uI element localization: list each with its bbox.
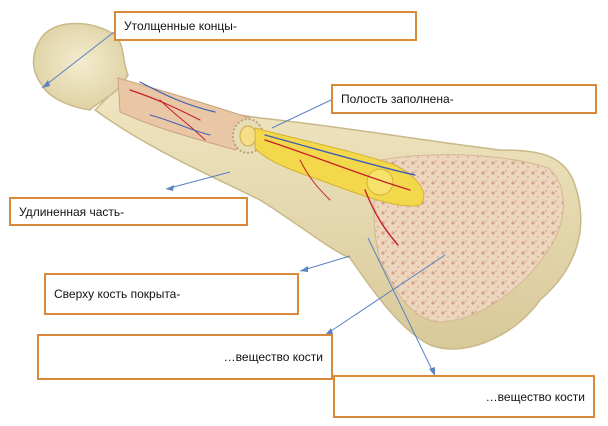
label-cavity[interactable]: Полость заполнена- xyxy=(331,84,597,114)
label-elongated-part[interactable]: Удлиненная часть- xyxy=(9,197,248,226)
pointer-lines xyxy=(41,31,446,377)
label-substance-1[interactable]: …вещество кости xyxy=(37,334,333,380)
epiphysis-proximal xyxy=(32,22,129,111)
label-substance-2[interactable]: …вещество кости xyxy=(333,375,595,418)
label-covered[interactable]: Сверху кость покрыта- xyxy=(44,273,299,315)
periosteum-layer xyxy=(117,77,251,151)
label-cavity-text: Полость заполнена- xyxy=(341,92,454,106)
label-elongated-text: Удлиненная часть- xyxy=(19,204,125,219)
label-substance-2-text: …вещество кости xyxy=(485,389,585,404)
blood-vessels xyxy=(129,81,416,246)
label-substance-1-text: …вещество кости xyxy=(223,350,323,364)
label-thick-ends[interactable]: Утолщенные концы- xyxy=(114,11,417,41)
label-covered-text: Сверху кость покрыта- xyxy=(54,287,181,301)
label-thick-ends-text: Утолщенные концы- xyxy=(124,19,237,33)
